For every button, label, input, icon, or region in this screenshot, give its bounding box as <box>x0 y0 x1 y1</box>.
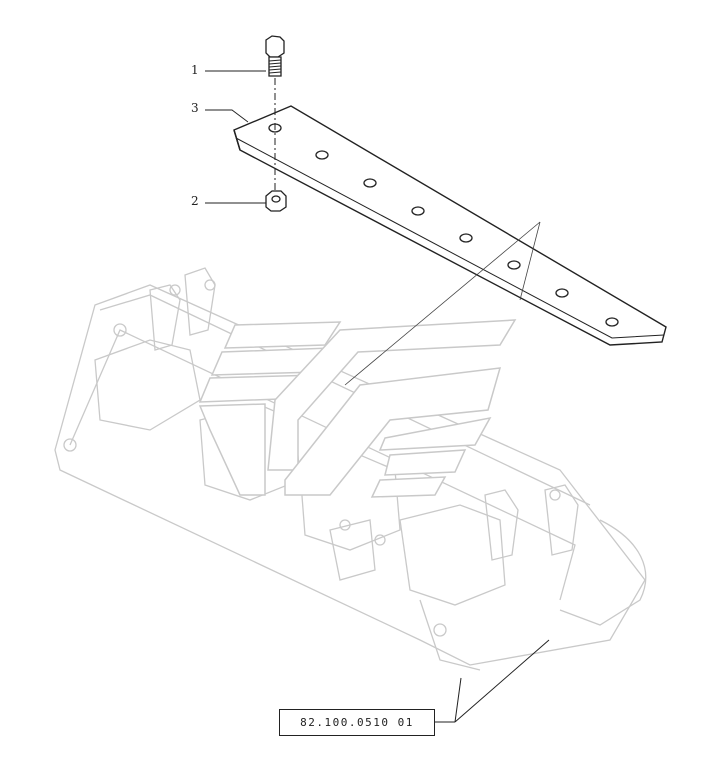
callout-1: 1 <box>191 63 199 77</box>
callout-3: 3 <box>191 101 199 115</box>
reference-code-box: 82.100.0510 01 <box>279 709 435 736</box>
bolt-icon <box>265 35 285 77</box>
cutting-edge-blade <box>233 105 667 346</box>
reference-pointer <box>435 639 550 723</box>
brand-watermark <box>198 319 517 498</box>
callout-2: 2 <box>191 194 199 208</box>
nut-icon <box>265 190 287 212</box>
leader-lines <box>205 70 266 204</box>
watermark-pointer <box>344 221 541 386</box>
reference-code: 82.100.0510 01 <box>300 716 414 729</box>
